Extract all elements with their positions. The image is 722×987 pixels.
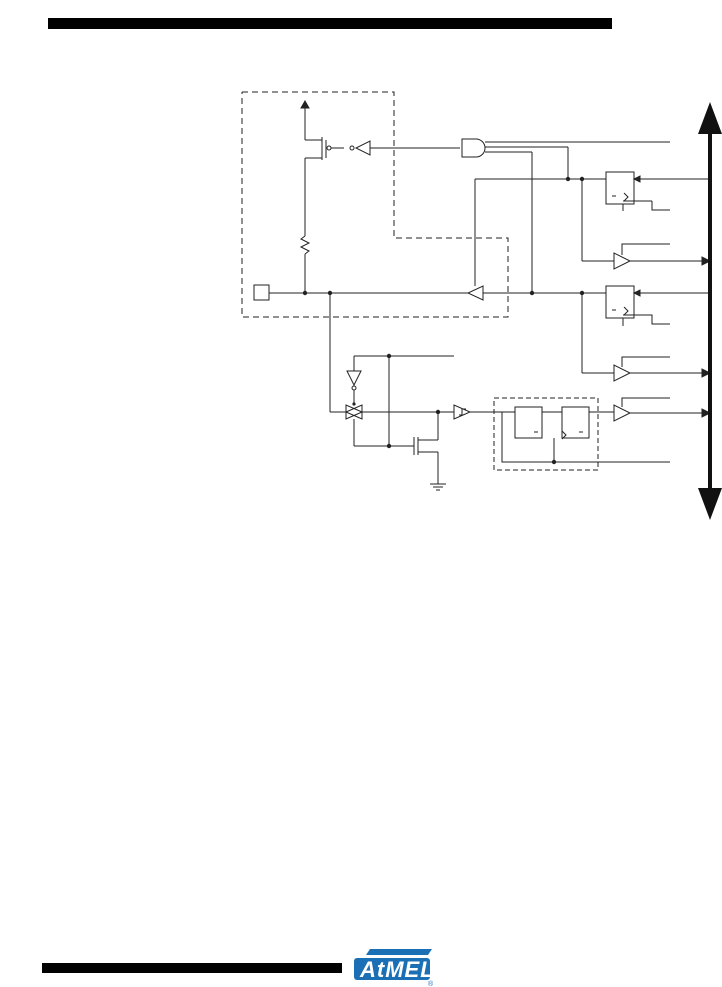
ddr-latch [605, 171, 710, 211]
pullup-region-box [241, 91, 509, 318]
bus-up-arrow-icon [698, 102, 722, 134]
pullup-transistor [305, 137, 344, 160]
port-write-arrow-icon [632, 289, 641, 297]
port-latch [582, 285, 710, 326]
pullup-inverter [349, 140, 460, 156]
svg-text:®: ® [428, 980, 434, 987]
schmitt-trigger [453, 404, 515, 420]
header-bar [48, 18, 612, 29]
port-read-buffer [581, 293, 712, 382]
footer-bar [42, 963, 342, 973]
pin-input-path [329, 293, 346, 413]
data-bus [698, 102, 722, 520]
sync-latch-1 [514, 406, 562, 439]
pulldown-transistor [413, 412, 439, 484]
sync-flipflop-2 [501, 406, 670, 463]
output-driver [466, 178, 606, 301]
pin-read-buffer [613, 397, 712, 422]
junction-dots [302, 176, 585, 465]
synchronizer-box [493, 397, 599, 471]
ddr-write-arrow-icon [632, 175, 641, 183]
vcc-arrow-icon [300, 99, 310, 140]
ground-icon [430, 483, 446, 491]
sleep-inverter [346, 355, 454, 446]
ddr-read-buffer [581, 179, 712, 270]
bus-down-arrow-icon [698, 488, 722, 520]
atmel-logo: AtMEL ® [354, 949, 435, 987]
pullup-resistor [299, 158, 311, 293]
svg-text:AtMEL: AtMEL [359, 957, 435, 982]
pullup-and-gate [461, 138, 670, 293]
pin-pad [253, 284, 469, 301]
